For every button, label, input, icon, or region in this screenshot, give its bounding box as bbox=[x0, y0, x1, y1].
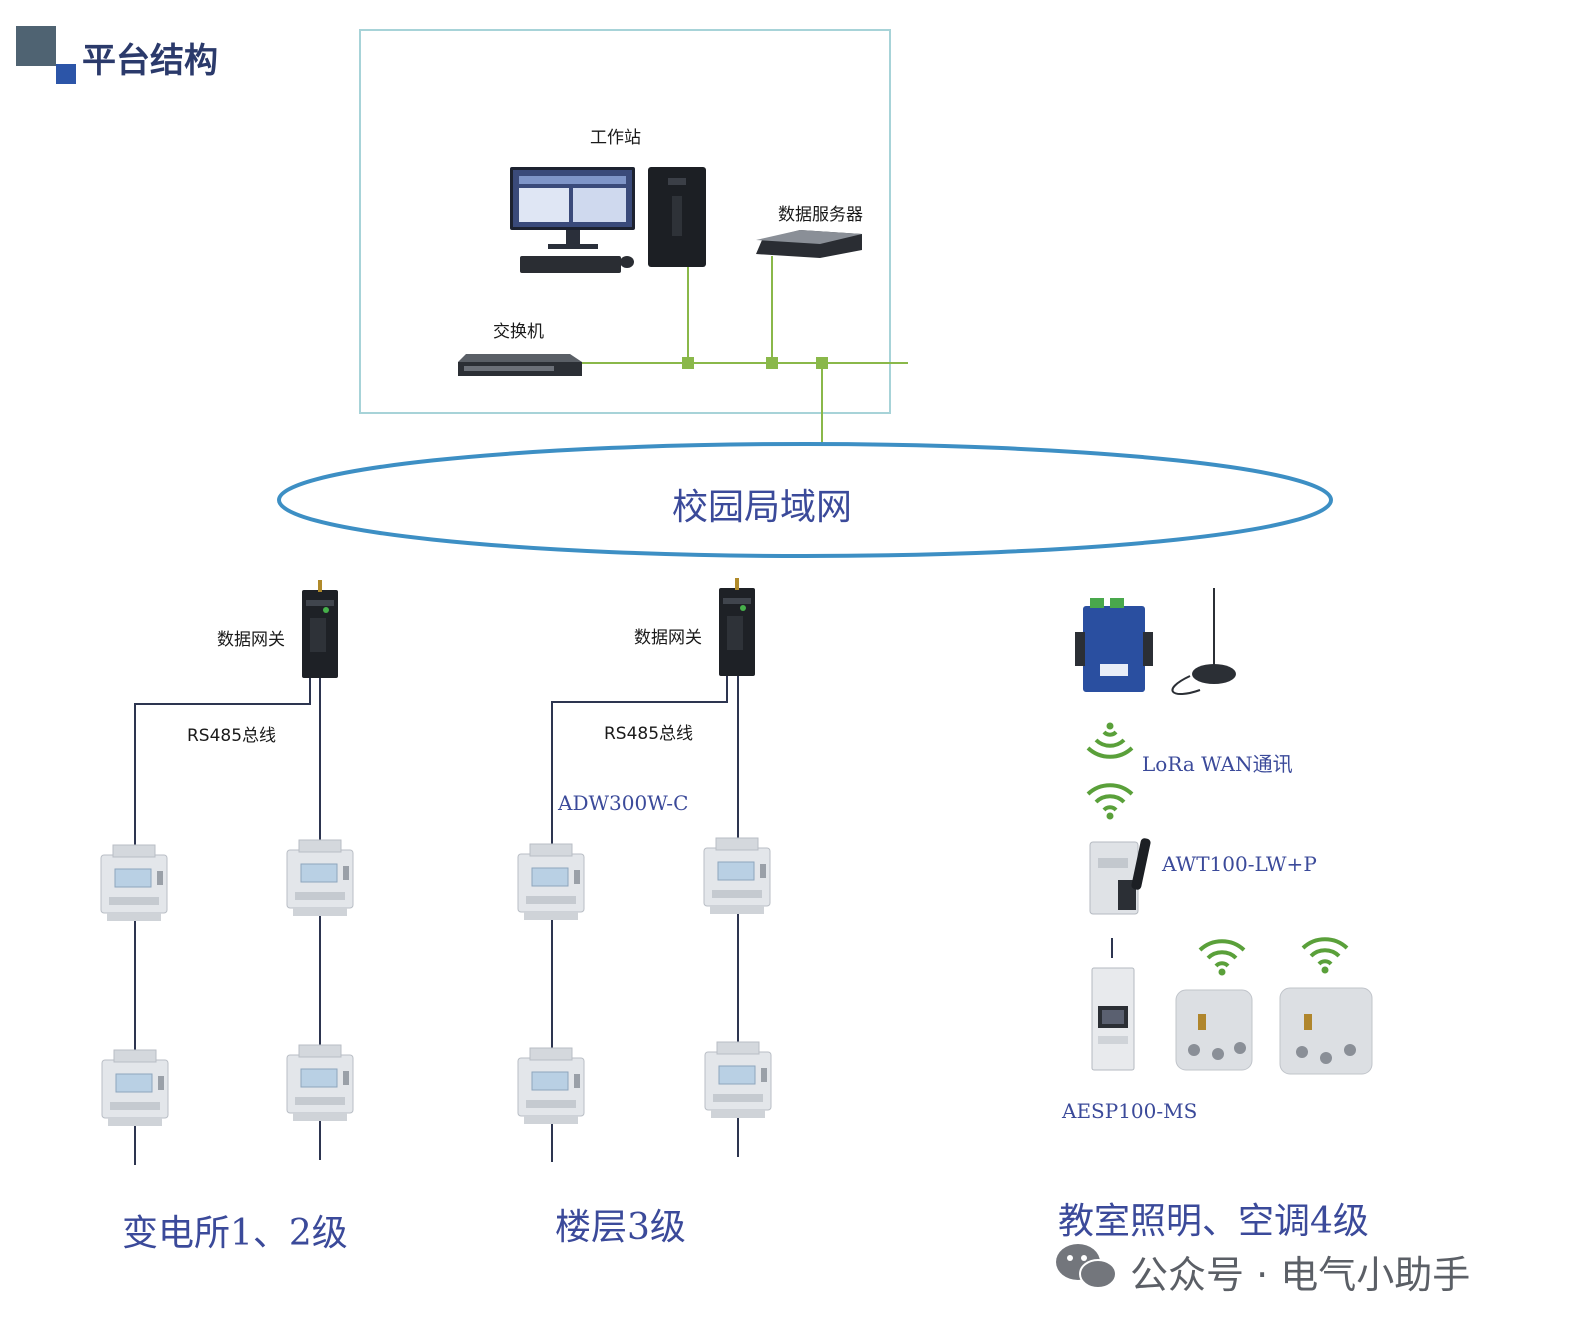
socket-model-label: AESP100-MS bbox=[1062, 1099, 1198, 1123]
header-square-small-icon bbox=[56, 64, 76, 84]
campus-lan-label: 校园局域网 bbox=[672, 487, 853, 528]
meter-icon bbox=[100, 844, 168, 922]
meter-icon bbox=[286, 1044, 354, 1122]
tier-label: 楼层3级 bbox=[555, 1207, 686, 1248]
gateway-label: 数据网关 bbox=[634, 628, 702, 648]
switch-label: 交换机 bbox=[493, 322, 544, 342]
page-title: 平台结构 bbox=[82, 41, 218, 81]
lora-comm-label: LoRa WAN通讯 bbox=[1142, 752, 1293, 776]
tier-label: 变电所1、2级 bbox=[122, 1213, 348, 1254]
workstation-tower-icon bbox=[648, 167, 706, 267]
header-square-icon bbox=[16, 26, 56, 66]
meter-icon bbox=[286, 839, 354, 917]
module-model-label: AWT100-LW+P bbox=[1162, 852, 1317, 876]
meter-icon bbox=[517, 843, 585, 921]
gateway-label: 数据网关 bbox=[217, 630, 285, 650]
wifi-icon bbox=[1198, 939, 1246, 978]
wifi-icon bbox=[1086, 783, 1134, 822]
network-switch-icon bbox=[458, 354, 582, 376]
socket-box-icon bbox=[1175, 989, 1253, 1071]
bus-label: RS485总线 bbox=[604, 724, 694, 744]
meter-model-label: ADW300W-C bbox=[558, 791, 689, 815]
gateway-2-icon bbox=[719, 578, 755, 676]
gateway-1-icon bbox=[302, 580, 338, 678]
platform-frame bbox=[359, 29, 891, 414]
workstation-label: 工作站 bbox=[590, 128, 641, 148]
tier-label: 教室照明、空调4级 bbox=[1058, 1201, 1369, 1242]
meter-icon bbox=[704, 1041, 772, 1119]
bus-label: RS485总线 bbox=[187, 726, 277, 746]
workstation-monitor-icon bbox=[510, 167, 635, 273]
server-label: 数据服务器 bbox=[778, 205, 863, 225]
wechat-icon bbox=[1056, 1244, 1117, 1289]
campus-lan-ellipse bbox=[277, 442, 1333, 558]
socket-box-icon bbox=[1279, 987, 1373, 1075]
data-server-icon bbox=[756, 230, 862, 258]
meter-icon bbox=[703, 837, 771, 915]
meter-icon bbox=[101, 1049, 169, 1127]
watermark-text: 公众号 · 电气小助手 bbox=[1130, 1253, 1471, 1297]
meter-icon bbox=[517, 1047, 585, 1125]
awt100-module-icon bbox=[1089, 838, 1151, 915]
lora-gateway-icon bbox=[1075, 588, 1236, 695]
wifi-icon bbox=[1086, 720, 1134, 759]
aesp100-socket-icon bbox=[1091, 967, 1135, 1071]
wifi-icon bbox=[1301, 937, 1349, 976]
